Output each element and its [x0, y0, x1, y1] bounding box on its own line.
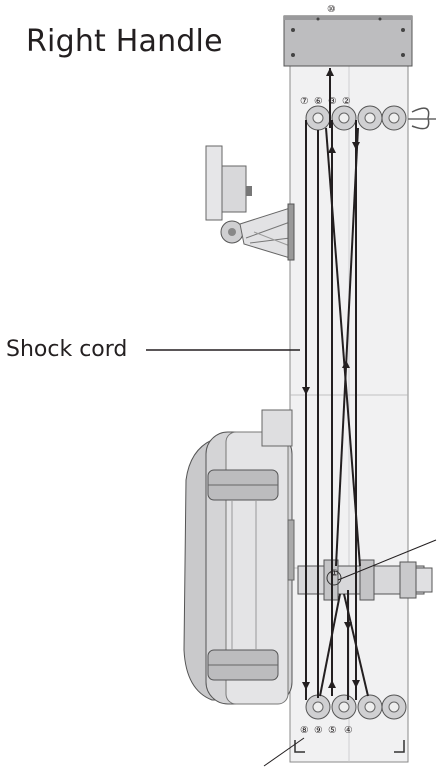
pulley-number-5: ⑤ [328, 725, 337, 736]
top-pulleys [305, 105, 407, 131]
bottom-leader [263, 737, 305, 767]
pulley-number-3: ③ [328, 96, 337, 107]
shock-cord-label: Shock cord [6, 337, 128, 362]
center-number: ① [330, 568, 339, 579]
cord-paths [305, 68, 369, 700]
pulley-number-4: ④ [344, 725, 353, 736]
top-number-row: ⑦ ⑥ ③ ② [300, 96, 351, 107]
console-bracket [205, 145, 295, 261]
pulley-number-8: ⑧ [300, 725, 309, 736]
flow-arrows [302, 68, 360, 690]
pulley-number-2: ② [342, 96, 351, 107]
pulley-number-7: ⑦ [300, 96, 309, 107]
side-ring [411, 107, 430, 130]
pulley-number-6: ⑥ [314, 96, 323, 107]
center-leader [337, 539, 437, 581]
diagram-title: Right Handle [26, 24, 223, 59]
bottom-pulleys [305, 694, 407, 720]
bottom-number-row: ⑧ ⑨ ⑤ ④ [300, 725, 353, 736]
flywheel [183, 409, 295, 705]
top-anchor-block [283, 15, 413, 67]
anchor-number: ⑩ [327, 4, 336, 15]
pulley-number-9: ⑨ [314, 725, 323, 736]
